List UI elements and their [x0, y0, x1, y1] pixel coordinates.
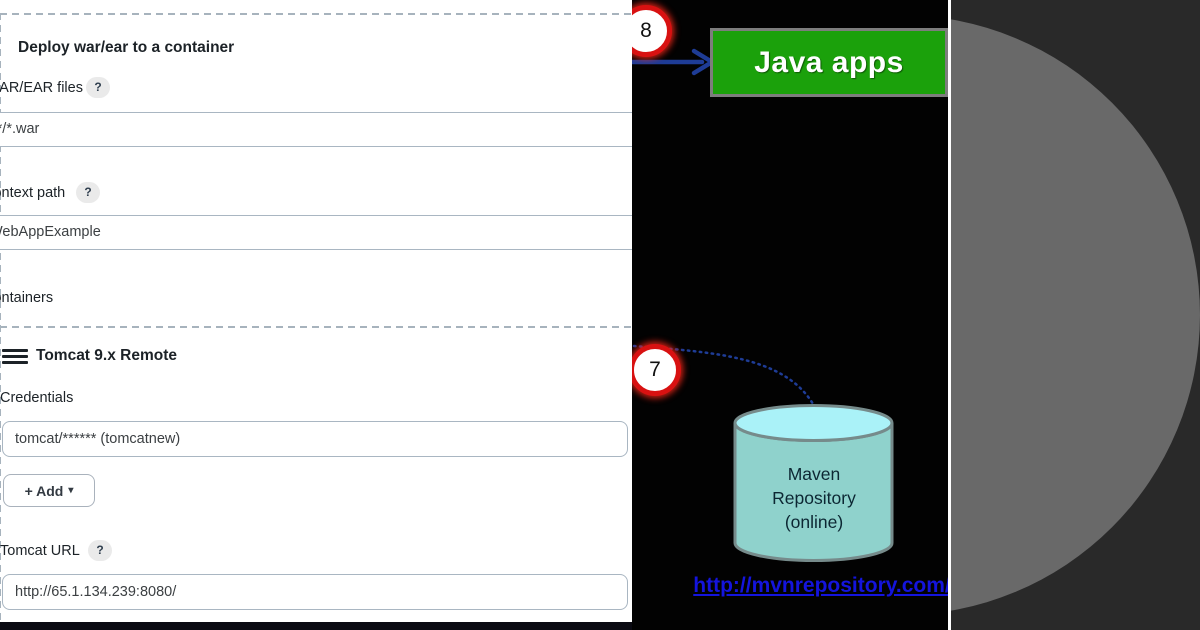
gray-circle: [951, 15, 1200, 615]
maven-repo-line1: Maven: [787, 464, 841, 484]
step-8-number: 8: [640, 19, 652, 42]
maven-repo-label: Maven Repository (online): [735, 462, 893, 534]
repo-link[interactable]: http://mvnrepository.com/: [693, 574, 948, 597]
step-8-badge: 8: [632, 5, 672, 57]
java-apps-box: Java apps: [710, 28, 948, 97]
dotted-connector-7: [632, 344, 815, 406]
panel-divider: [948, 0, 951, 630]
tomcat-url-input[interactable]: http://65.1.134.239:8080/: [2, 574, 628, 610]
credentials-select[interactable]: tomcat/****** (tomcatnew): [2, 421, 628, 457]
help-icon[interactable]: ?: [76, 182, 100, 203]
section-dashed-divider-middle: [0, 326, 632, 328]
caret-down-icon: ▾: [68, 485, 74, 496]
containers-label: Containers: [0, 290, 54, 306]
add-button[interactable]: + Add ▾: [3, 474, 95, 507]
diagram-panel: 8 7 Java apps Maven Repository (online) …: [632, 0, 948, 630]
step-7-badge: 7: [632, 344, 681, 396]
deploy-section-title: Deploy war/ear to a container: [18, 39, 235, 56]
drag-handle-icon[interactable]: [2, 349, 28, 364]
tomcat-section-title: Tomcat 9.x Remote: [36, 347, 177, 364]
step-7-number: 7: [649, 358, 661, 381]
war-files-label: WAR/EAR files: [0, 80, 83, 96]
maven-cylinder-top: [733, 404, 894, 442]
diagram-canvas: [632, 48, 894, 562]
context-path-input[interactable]: WebAppExample: [0, 215, 632, 250]
maven-repo-line3: (online): [784, 512, 844, 532]
help-icon[interactable]: ?: [88, 540, 112, 561]
maven-repo-line2: Repository: [772, 488, 856, 508]
war-files-input[interactable]: **/*.war: [0, 112, 632, 147]
credentials-label: Credentials: [0, 390, 74, 406]
java-apps-label: Java apps: [754, 45, 904, 79]
section-dashed-border-left: [0, 13, 1, 630]
section-dashed-divider-top: [0, 13, 632, 15]
bottom-dark-bar: [0, 622, 632, 630]
repo-link-row: http://mvnrepository.com/: [672, 574, 948, 598]
context-path-label: Context path: [0, 185, 66, 201]
add-button-label: + Add: [24, 482, 64, 499]
right-panel: [951, 0, 1200, 630]
deploy-form-panel: Deploy war/ear to a container WAR/EAR fi…: [0, 13, 632, 630]
help-icon[interactable]: ?: [86, 77, 110, 98]
tomcat-url-label: Tomcat URL: [0, 543, 80, 559]
